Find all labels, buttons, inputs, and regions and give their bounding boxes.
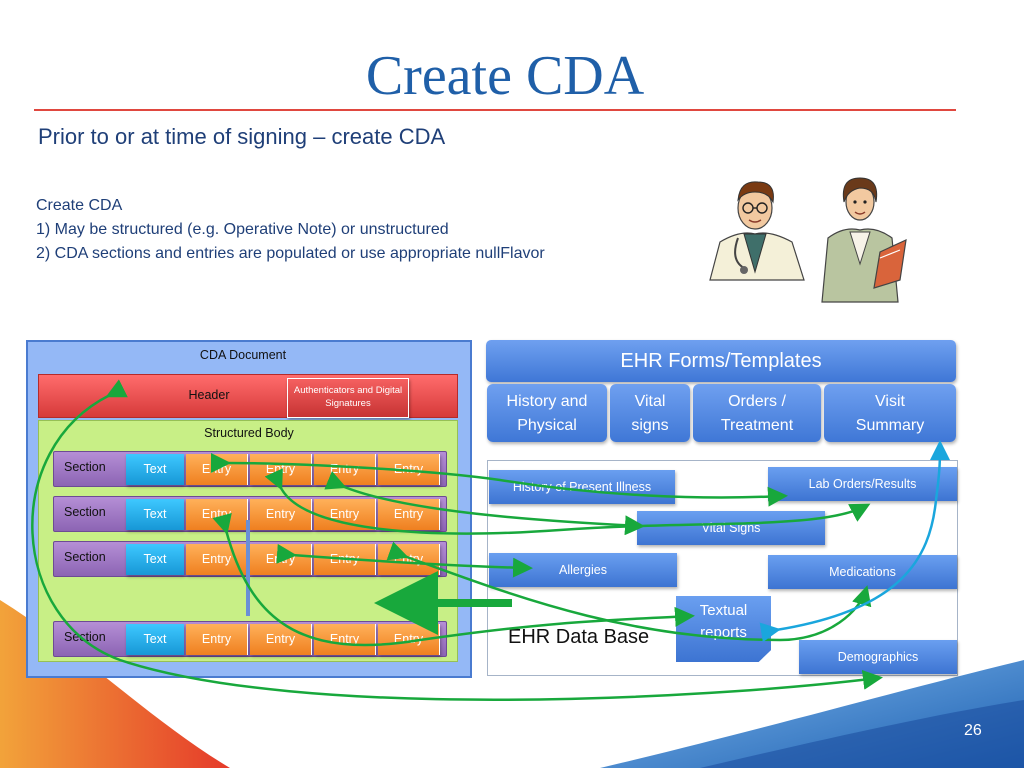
entry-cell: Entry: [186, 454, 248, 485]
form-label-line: Vital: [634, 393, 666, 410]
section-label: Section: [64, 630, 106, 644]
text-cell: Text: [126, 624, 184, 655]
entry-cell: Entry: [378, 544, 440, 575]
cda-header: Header Authenticators and Digital Signat…: [38, 374, 458, 418]
notes-block: Create CDA 1) May be structured (e.g. Op…: [36, 194, 545, 266]
entry-cell: Entry: [250, 454, 312, 485]
entry-cell: Entry: [378, 499, 440, 530]
entry-cell: Entry: [186, 624, 248, 655]
note-line: 2) CDA sections and entries are populate…: [36, 245, 545, 262]
section-row: Section Text Entry Entry Entry Entry: [53, 496, 447, 532]
entry-cell: Entry: [186, 499, 248, 530]
doctor-male-icon: [709, 181, 805, 281]
section-label: Section: [64, 550, 106, 564]
entry-cell: Entry: [186, 544, 248, 575]
db-vital-signs: Vital Signs: [637, 511, 825, 545]
form-label-line: Treatment: [720, 417, 794, 434]
db-history-present-illness: History of Present Illness: [489, 470, 675, 504]
db-medications: Medications: [768, 555, 957, 589]
form-visit-summary[interactable]: Visit Summary: [824, 384, 956, 442]
title-divider: [34, 109, 956, 111]
entry-cell: Entry: [250, 544, 312, 575]
entry-cell: Entry: [314, 454, 376, 485]
entry-cell: Entry: [314, 499, 376, 530]
form-history-physical[interactable]: History and Physical: [487, 384, 607, 442]
textual-line: reports: [700, 624, 747, 641]
cda-document-label: CDA Document: [199, 348, 287, 362]
note-line: 1) May be structured (e.g. Operative Not…: [36, 221, 449, 238]
structured-body: Structured Body Section Text Entry Entry…: [38, 420, 458, 662]
entry-cell: Entry: [250, 624, 312, 655]
form-vital-signs[interactable]: Vital signs: [610, 384, 690, 442]
entry-cell: Entry: [314, 544, 376, 575]
form-label-line: Summary: [855, 417, 925, 434]
entry-cell: Entry: [250, 499, 312, 530]
entry-cell: Entry: [378, 624, 440, 655]
db-textual-reports: Textual reports: [676, 596, 771, 662]
entry-cell: Entry: [314, 624, 376, 655]
db-demographics: Demographics: [799, 640, 957, 674]
form-orders-treatment[interactable]: Orders / Treatment: [693, 384, 821, 442]
slide-title: Create CDA: [365, 45, 645, 107]
slide-subtitle: Prior to or at time of signing – create …: [38, 124, 446, 149]
cda-document: CDA Document Header Authenticators and D…: [26, 340, 472, 678]
text-cell: Text: [126, 454, 184, 485]
page-number: 26: [964, 722, 982, 739]
section-row: Section Text Entry Entry Entry Entry: [53, 451, 447, 487]
section-label: Section: [64, 460, 106, 474]
section-label: Section: [64, 505, 106, 519]
structured-body-label: Structured Body: [204, 426, 294, 440]
authenticators-box: Authenticators and Digital Signatures: [287, 378, 409, 418]
form-label-line: Orders /: [728, 393, 786, 410]
section-row: Section Text Entry Entry Entry Entry: [53, 621, 447, 657]
text-cell: Text: [126, 544, 184, 575]
text-cell: Text: [126, 499, 184, 530]
textual-line: Textual: [699, 602, 748, 619]
ehr-database-label: EHR Data Base: [508, 626, 650, 648]
db-allergies: Allergies: [489, 553, 677, 587]
form-label-line: Visit: [875, 393, 905, 410]
note-line: Create CDA: [36, 197, 123, 214]
doctor-female-icon: [821, 177, 907, 303]
entry-cell: Entry: [378, 454, 440, 485]
form-label-line: History and: [506, 393, 588, 410]
section-row: Section Text Entry Entry Entry Entry: [53, 541, 447, 577]
db-lab-orders-results: Lab Orders/Results: [768, 467, 957, 501]
form-label-line: signs: [631, 417, 669, 434]
form-label-line: Physical: [517, 417, 577, 434]
ehr-forms-title: EHR Forms/Templates: [486, 340, 956, 382]
